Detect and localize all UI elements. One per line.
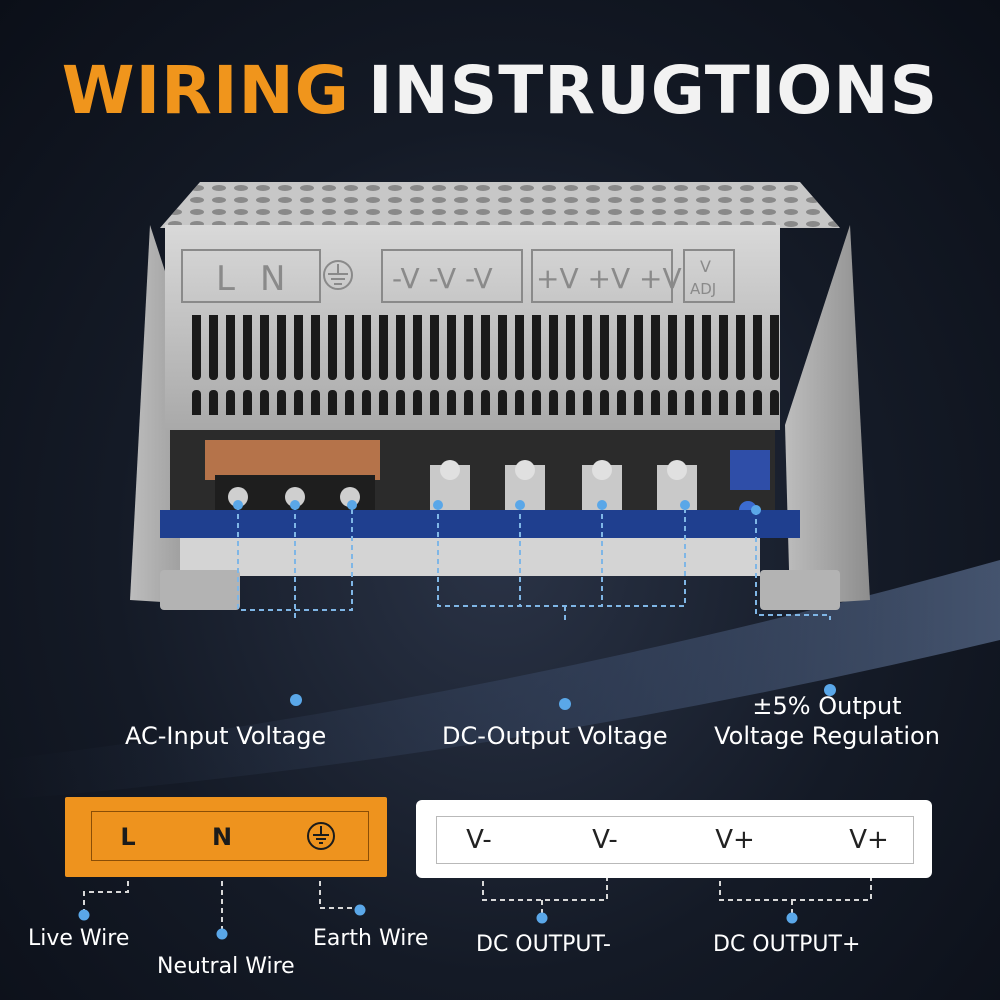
psu-label-n: N	[260, 259, 285, 299]
dc-output-plus-label: DC OUTPUT+	[713, 932, 861, 957]
psu-label-vplus: +V +V +V	[536, 262, 682, 295]
ac-terminal-frame: L N	[91, 811, 369, 861]
power-supply-illustration: L N -V -V -V +V +V +V V ADJ	[130, 182, 870, 620]
psu-label-vminus: -V -V -V	[392, 262, 493, 295]
regulation-label-line2: Voltage Regulation	[714, 722, 940, 750]
ac-terminal-n: N	[211, 823, 233, 851]
title-word-instructions: INSTRUGTIONS	[367, 52, 939, 129]
psu-label-adj-v: V	[700, 257, 711, 276]
ac-terminal-l: L	[120, 823, 136, 851]
dc-terminal-vminus-2: V-	[592, 825, 618, 855]
dc-terminal-diagram: V- V- V+ V+	[416, 800, 932, 878]
neutral-wire-label: Neutral Wire	[157, 954, 295, 979]
earth-wire-label: Earth Wire	[313, 926, 429, 951]
ac-input-label: AC-Input Voltage	[125, 722, 327, 750]
dc-terminal-vplus-2: V+	[849, 825, 889, 855]
psu-label-adj: ADJ	[690, 280, 716, 298]
dc-terminal-vminus-1: V-	[466, 825, 492, 855]
ground-symbol-icon	[307, 822, 335, 850]
dc-output-minus-label: DC OUTPUT-	[476, 932, 611, 957]
regulation-label-line1: ±5% Output	[752, 692, 902, 720]
dc-terminal-vplus-1: V+	[715, 825, 755, 855]
dc-terminal-frame: V- V- V+ V+	[436, 816, 914, 864]
live-wire-label: Live Wire	[28, 926, 130, 951]
psu-label-l: L	[216, 259, 235, 299]
dc-output-label: DC-Output Voltage	[442, 722, 668, 750]
ac-terminal-diagram: L N	[65, 797, 387, 877]
title-word-wiring: WIRING	[61, 52, 350, 129]
